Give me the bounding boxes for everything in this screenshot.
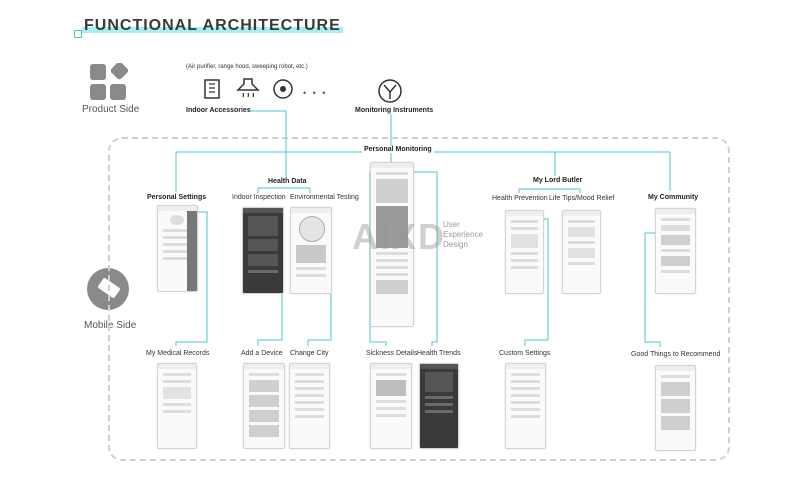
screen-good-things (655, 365, 696, 451)
sickness-details-label: Sickness Details (366, 350, 418, 357)
screen-health-trends (419, 363, 459, 449)
watermark-logo: AIXD (352, 216, 447, 257)
mobile-side-frame (108, 137, 730, 461)
screen-my-community (655, 208, 696, 294)
health-trends-label: Health Trends (417, 350, 461, 357)
mobile-side-label: Mobile Side (84, 320, 137, 331)
personal-settings-label: Personal Settings (147, 194, 207, 201)
add-device-label: Add a Device (241, 350, 283, 357)
personal-monitoring-label: Personal Monitoring (362, 146, 434, 153)
accessories-note: (Air purifier, range hood, sweeping robo… (186, 64, 308, 70)
screen-indoor-inspection (242, 207, 284, 294)
health-prevention-label: Health Prevention (492, 195, 548, 202)
monitoring-instruments-label: Monitoring Instruments (355, 107, 434, 114)
my-community-label: My Community (648, 194, 699, 201)
app-grid-icon (89, 61, 129, 103)
screen-medical-records (157, 363, 197, 449)
screen-add-device (243, 363, 285, 449)
screen-custom-settings (505, 363, 546, 449)
environmental-testing-label: Environmental Testing (290, 194, 359, 201)
ellipsis: • • • (303, 88, 328, 98)
watermark-caption: User Experience Design (443, 220, 483, 250)
indoor-inspection-label: Indoor Inspection (232, 194, 286, 201)
health-data-label: Health Data (268, 178, 307, 185)
range-hood-icon (236, 78, 260, 100)
life-tips-label: Life Tips/Mood Relief (549, 195, 615, 202)
my-lord-butler-label: My Lord Butler (533, 177, 583, 184)
screen-personal-settings (157, 205, 198, 292)
screen-sickness-details (370, 363, 412, 449)
watermark-line-2: Experience (443, 230, 484, 239)
medical-records-label: My Medical Records (146, 350, 210, 357)
screen-environmental-testing (290, 207, 332, 294)
custom-settings-label: Custom Settings (499, 350, 551, 357)
air-purifier-icon (202, 78, 224, 100)
screen-health-prevention (505, 210, 544, 294)
watermark-line-1: User (443, 220, 460, 229)
watermark-line-3: Design (443, 240, 468, 249)
indoor-accessories-label: Indoor Accessories (186, 107, 251, 114)
good-things-label: Good Things to Recommend (631, 351, 721, 358)
page-title: FUNCTIONAL ARCHITECTURE (82, 17, 343, 35)
product-side-label: Product Side (82, 104, 140, 115)
screen-life-tips (562, 210, 601, 294)
change-city-label: Change City (290, 350, 329, 357)
sweeping-robot-icon (272, 78, 294, 100)
title-marker (74, 30, 82, 38)
monitoring-instrument-icon (377, 78, 403, 104)
screen-change-city (289, 363, 330, 449)
screen-personal-monitoring (370, 162, 414, 327)
